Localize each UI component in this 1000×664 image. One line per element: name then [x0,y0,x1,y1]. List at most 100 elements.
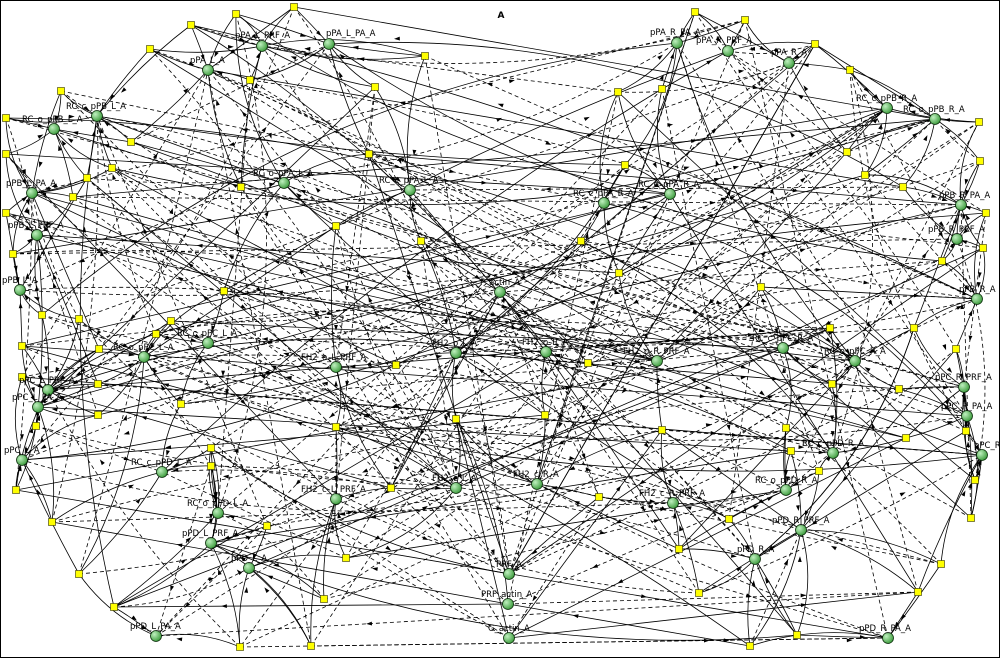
species-node-g-actin-a[interactable]: G_actin_A [488,624,530,644]
reaction-node[interactable] [307,642,315,650]
reaction-node[interactable] [725,515,733,523]
reaction-node[interactable] [421,52,429,60]
reaction-node[interactable] [614,88,622,96]
species-node-fh2-c-l-a[interactable]: FH2_c_L_A [432,474,477,494]
reaction-node[interactable] [320,595,328,603]
reaction-node[interactable] [146,45,154,53]
species-node-ppb-r-a[interactable]: pPB_R_A [959,285,996,305]
species-node-ppa-r-a[interactable]: pPA_R_A [771,48,807,69]
species-node-f-actin-a[interactable]: F_actin_A [480,278,520,298]
species-node-rc-c-ppc-r-a[interactable]: RC_c_pPC_R_A [752,334,813,354]
reaction-node[interactable] [691,8,699,16]
species-circle[interactable] [278,177,290,189]
species-node-ppc-l-a[interactable]: pPC_L_A [4,446,40,466]
species-circle[interactable] [502,598,514,610]
reaction-node[interactable] [895,385,903,393]
species-circle[interactable] [882,632,894,644]
species-node-ppa-r-pa-a[interactable]: pPA_R_PA_A [650,28,701,49]
species-circle[interactable] [951,233,963,245]
reaction-node[interactable] [452,415,460,423]
species-node-ppc-r-prf-a[interactable]: pPC_R_PRF_A [935,373,992,393]
reaction-node[interactable] [75,570,83,578]
reaction-node[interactable] [846,66,854,74]
species-circle[interactable] [205,537,217,549]
species-circle[interactable] [531,478,543,490]
species-node-ppb-r-pa-a[interactable]: pPB_R_PA_A [939,191,990,211]
species-circle[interactable] [31,229,43,241]
reaction-node[interactable] [793,631,801,639]
species-node-ppc-l-pa-a[interactable]: pPC_L_PA_A [12,393,62,413]
species-node-ppb-l-pa-a[interactable]: pPB_L_PA_A [6,179,56,199]
reaction-node[interactable] [332,222,340,230]
species-node-rc-o-ppd-r-a[interactable]: RC_o_pPD_R_A [755,476,818,496]
reaction-node[interactable] [811,40,819,48]
species-circle[interactable] [243,562,255,574]
species-circle[interactable] [150,630,162,642]
species-circle[interactable] [783,57,795,69]
species-node-ppd-l-prf-a[interactable]: pPD_L_PRF_A [182,529,238,549]
reaction-node[interactable] [782,424,790,432]
species-circle[interactable] [32,401,44,413]
reaction-node[interactable] [32,422,40,430]
species-circle[interactable] [664,188,676,200]
reaction-node[interactable] [914,588,922,596]
reaction-node[interactable] [332,423,340,431]
species-circle[interactable] [976,449,988,461]
species-circle[interactable] [323,38,335,50]
reaction-node[interactable] [615,269,623,277]
reaction-node[interactable] [843,148,851,156]
reaction-node[interactable] [826,324,834,332]
species-circle[interactable] [671,37,683,49]
reaction-node[interactable] [595,493,603,501]
species-node-fh2-c-l-prf-a[interactable]: FH2_c_L_PRF_A [301,485,366,505]
reaction-node[interactable] [12,486,20,494]
species-node-ppa-l-pa-a[interactable]: pPA_L_PA_A [323,29,376,50]
reaction-node[interactable] [417,237,425,245]
species-circle[interactable] [780,484,792,496]
species-circle[interactable] [202,64,214,76]
species-node-ppd-l-pa-a[interactable]: pPD_L_PA_A [130,622,181,642]
species-circle[interactable] [777,342,789,354]
reaction-node[interactable] [899,183,907,191]
species-node-fh2-o-l-prf-a[interactable]: FH2_o_L_PRF_A [301,353,367,373]
species-node-ppc-r-pa-a[interactable]: pPC_R_PA_A [941,402,993,422]
reaction-node[interactable] [48,518,56,526]
species-node-rc-o-ppd-l-a[interactable]: RC_o_pPD_L_A [187,499,248,519]
species-circle[interactable] [955,199,967,211]
reaction-node[interactable] [2,209,10,217]
species-node-rc-c-ppa-l-a[interactable]: RC_c_pPA_L_A [379,176,439,196]
reaction-node[interactable] [207,462,215,470]
species-circle[interactable] [961,410,973,422]
reaction-node[interactable] [69,193,77,201]
reaction-node[interactable] [236,643,244,651]
species-circle[interactable] [881,102,893,114]
species-circle[interactable] [450,482,462,494]
reaction-node[interactable] [95,345,103,353]
reaction-node[interactable] [18,342,26,350]
species-node-rc-o-ppc-l-a[interactable]: RC_o_pPC_L_A [113,343,174,363]
reaction-node[interactable] [541,411,549,419]
species-node-prf-a[interactable]: PRF_A [496,560,522,580]
species-circle[interactable] [212,507,224,519]
species-circle[interactable] [598,197,610,209]
reaction-node[interactable] [902,434,910,442]
reaction-node[interactable] [787,447,795,455]
reaction-node[interactable] [979,244,987,252]
reaction-node[interactable] [675,545,683,553]
reaction-node[interactable] [94,411,102,419]
species-circle[interactable] [16,454,28,466]
reaction-node[interactable] [263,522,271,530]
species-circle[interactable] [827,447,839,459]
reaction-node[interactable] [94,380,102,388]
species-node-rc-c-ppd-l-a[interactable]: RC_c_pPD_L_A [131,458,192,478]
species-circle[interactable] [503,568,515,580]
reaction-node[interactable] [75,315,83,323]
species-circle[interactable] [138,351,150,363]
species-node-ppc-l-prf-a[interactable]: pPC_L_PRF_A [19,376,75,396]
reaction-node[interactable] [207,444,215,452]
reaction-node[interactable] [246,76,254,84]
species-node-rc-o-ppb-l-a[interactable]: RC_o_pPB_L_A [22,115,83,135]
species-node-rc-c-ppa-r-a[interactable]: RC_c_pPA_R_A [573,189,634,209]
species-circle[interactable] [929,113,941,125]
species-node-rc-o-ppc-r-a[interactable]: RC_o_pPC_R_A [824,347,886,367]
